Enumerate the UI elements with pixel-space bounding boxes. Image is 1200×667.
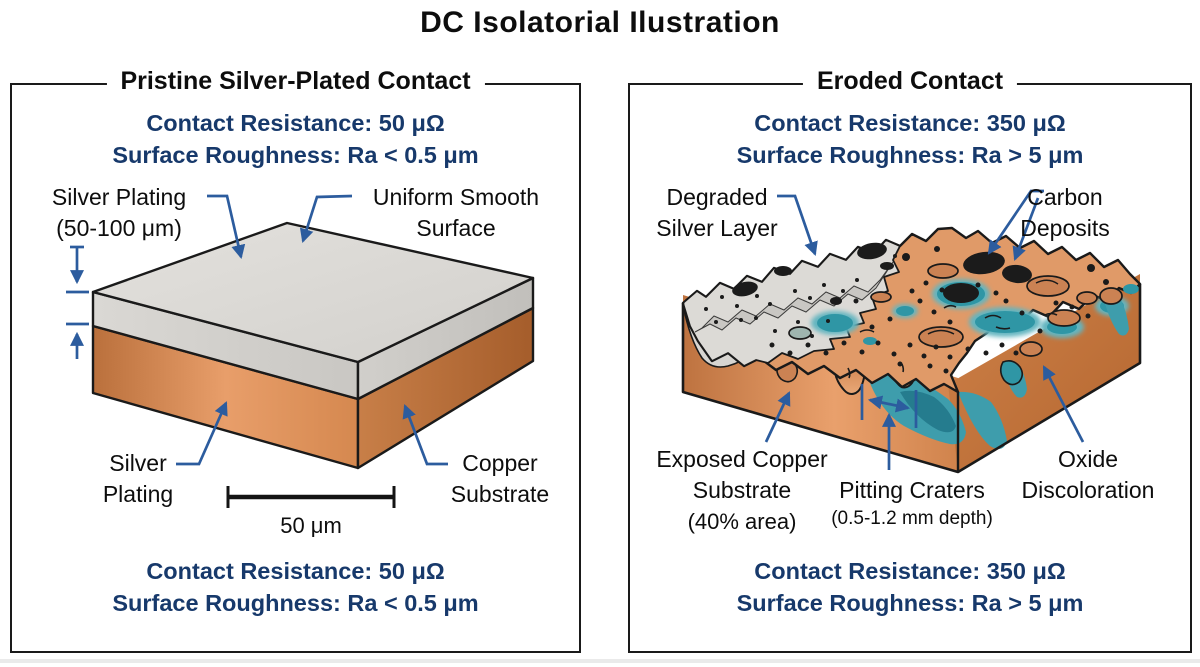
eroded-leader-lines <box>764 189 1085 443</box>
page-title: DC Isolatorial Ilustration <box>420 6 780 39</box>
carbon-deposits-leader-1 <box>987 189 1044 255</box>
copper-substrate-leader <box>402 404 448 466</box>
eroded-surface-roughness: Surface Roughness: Ra > 5 μm <box>736 142 1084 168</box>
plating-thickness-dimension <box>66 245 89 359</box>
eroded-stats-top: Contact Resistance: 350 μΩ Surface Rough… <box>630 107 1190 171</box>
label-degraded-silver-layer: Degraded Silver Layer <box>656 184 778 241</box>
label-uniform-smooth-surface: Uniform Smooth Surface <box>372 184 540 241</box>
panel-eroded-title: Eroded Contact <box>802 67 1018 96</box>
label-copper-substrate: Copper Substrate <box>450 450 550 507</box>
oxide-discoloration-leader <box>1042 365 1085 443</box>
label-silver-plating-top: Silver Plating (50-100 μm) <box>51 184 187 241</box>
pristine-contact-resistance: Contact Resistance: 50 μΩ <box>146 110 445 136</box>
exposed-copper-leader <box>764 391 791 443</box>
silver-top-face <box>91 221 535 364</box>
eroded-surface-roughness-bottom: Surface Roughness: Ra > 5 μm <box>736 590 1084 616</box>
label-exposed-copper-substrate: Exposed Copper Substrate (40% area) <box>656 446 828 534</box>
label-oxide-discoloration: Oxide Discoloration <box>1021 446 1155 503</box>
label-scale-bar: 50 μm <box>280 513 342 538</box>
silver-plating-bottom-leader <box>176 401 228 466</box>
label-carbon-deposits: Carbon Deposits <box>1020 184 1110 241</box>
carbon-deposit-blobs <box>732 242 1109 305</box>
eroded-contact-resistance-bottom: Contact Resistance: 350 μΩ <box>754 558 1066 584</box>
surface-bumps <box>788 263 1123 357</box>
pristine-contact-resistance-bottom: Contact Resistance: 50 μΩ <box>146 558 445 584</box>
degraded-silver-leader <box>777 194 818 256</box>
surface-speckles <box>704 254 1091 374</box>
carbon-deposits-leader-2 <box>1012 197 1040 261</box>
surface-squiggles <box>847 304 1058 379</box>
panel-pristine-title: Pristine Silver-Plated Contact <box>106 67 485 96</box>
bottom-edge-artifact <box>0 659 1200 663</box>
crater-width-dimension <box>860 384 918 470</box>
pristine-surface-roughness-bottom: Surface Roughness: Ra < 0.5 μm <box>112 590 479 616</box>
pristine-surface-roughness: Surface Roughness: Ra < 0.5 μm <box>112 142 479 168</box>
pristine-leader-lines <box>176 194 448 466</box>
silver-plating-top-leader <box>207 194 246 260</box>
oxide-edge-bump <box>999 360 1024 386</box>
uniform-smooth-leader <box>299 194 353 244</box>
pristine-block <box>91 221 535 470</box>
label-pitting-craters: Pitting Craters (0.5-1.2 mm depth) <box>831 477 993 529</box>
eroded-block <box>681 226 1142 474</box>
eroded-stats-bottom: Contact Resistance: 350 μΩ Surface Rough… <box>630 555 1190 619</box>
pristine-stats-bottom: Contact Resistance: 50 μΩ Surface Roughn… <box>12 555 579 619</box>
pristine-stats-top: Contact Resistance: 50 μΩ Surface Roughn… <box>12 107 579 171</box>
label-silver-plating-bottom: Silver Plating <box>102 450 174 507</box>
scale-bar <box>226 486 396 508</box>
degraded-terrace <box>694 261 894 333</box>
eroded-contact-resistance: Contact Resistance: 350 μΩ <box>754 110 1066 136</box>
